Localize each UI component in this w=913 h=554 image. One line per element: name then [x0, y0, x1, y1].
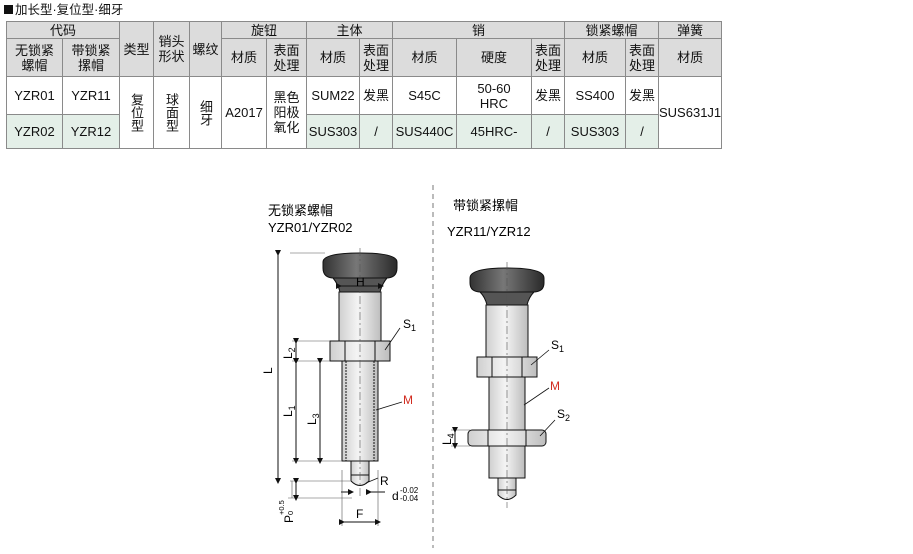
left-dim-R: R — [380, 474, 389, 488]
header-body-material: 材质 — [306, 38, 360, 77]
cell-spring-material: SUS631J1 — [657, 76, 723, 149]
header-knob-surface: 表面处理 — [266, 38, 307, 77]
left-dim-d-tol-dn: -0.04 — [400, 494, 419, 503]
header-lock-nut: 锁紧螺帽 — [564, 21, 659, 39]
header-with-lock: 带锁紧摞帽 — [62, 38, 120, 77]
header-pin-surface: 表面处理 — [531, 38, 565, 77]
header-knob: 旋钮 — [221, 21, 307, 39]
cell-pin-surface-row2: / — [531, 114, 565, 149]
header-pin-head: 销头形状 — [153, 21, 190, 77]
section-title: 加长型·复位型·细牙 — [4, 3, 123, 18]
right-dim-S2: S2 — [557, 407, 570, 423]
cell-knob-material: A2017 — [221, 76, 267, 149]
left-plunger-drawing: 无锁紧螺帽 YZR01/YZR02 H L L2 — [261, 203, 419, 526]
cell-body-material-row2: SUS303 — [306, 114, 360, 149]
cell-nut-surface-row2: / — [625, 114, 659, 149]
left-dim-d-tol-up: -0.02 — [400, 486, 419, 495]
left-dim-P-tol-up: +0.5 — [277, 500, 286, 515]
right-dim-M: M — [550, 379, 560, 393]
right-dim-L4: L4 — [440, 433, 456, 445]
right-dim-S1: S1 — [551, 338, 564, 354]
left-dim-P-tol-dn: 0 — [286, 511, 295, 515]
cell-nut-material-row2: SUS303 — [564, 114, 626, 149]
left-dim-P: P — [282, 515, 296, 523]
bullet-square-icon — [4, 5, 13, 14]
header-thread: 螺纹 — [189, 21, 222, 77]
cell-type: 复位型 — [119, 76, 154, 149]
left-dim-L: L — [261, 367, 275, 374]
left-dim-S1: S1 — [403, 317, 416, 333]
section-title-text: 加长型·复位型·细牙 — [15, 3, 124, 17]
left-dim-F: F — [356, 507, 363, 521]
right-plunger-drawing: 带锁紧摞帽 YZR11/YZR12 S1 M S2 — [440, 198, 570, 508]
header-knob-material: 材质 — [221, 38, 267, 77]
cell-code-b-row1: YZR11 — [62, 76, 120, 115]
header-pin-material: 材质 — [392, 38, 457, 77]
cell-pin-material-row2: SUS440C — [392, 114, 457, 149]
cell-pin-surface-row1: 发黑 — [531, 76, 565, 115]
cell-code-a-row2: YZR02 — [6, 114, 63, 149]
left-caption-1: 无锁紧螺帽 — [268, 203, 333, 218]
spec-table: 代码 类型 销头形状 螺纹 旋钮 主体 销 锁紧螺帽 弹簧 无锁紧螺帽 带锁紧摞… — [6, 21, 723, 149]
right-caption-2: YZR11/YZR12 — [447, 224, 531, 239]
cell-nut-material-row1: SS400 — [564, 76, 626, 115]
left-caption-2: YZR01/YZR02 — [268, 220, 353, 235]
cell-code-b-row2: YZR12 — [62, 114, 120, 149]
header-type: 类型 — [119, 21, 154, 77]
left-dim-L2: L2 — [281, 347, 297, 359]
cell-body-surface-row1: 发黑 — [359, 76, 393, 115]
left-dim-M: M — [403, 393, 413, 407]
header-spring-material: 材质 — [657, 38, 723, 77]
left-dim-L1: L1 — [281, 405, 297, 417]
right-caption-1: 带锁紧摞帽 — [453, 198, 518, 213]
left-dim-d: d — [392, 489, 399, 503]
cell-thread: 细牙 — [189, 76, 222, 149]
left-dim-H: H — [356, 275, 365, 289]
cell-pin-hardness-row2: 45HRC- — [456, 114, 532, 149]
left-dim-L3: L3 — [305, 413, 321, 425]
cell-pin-material-row1: S45C — [392, 76, 457, 115]
